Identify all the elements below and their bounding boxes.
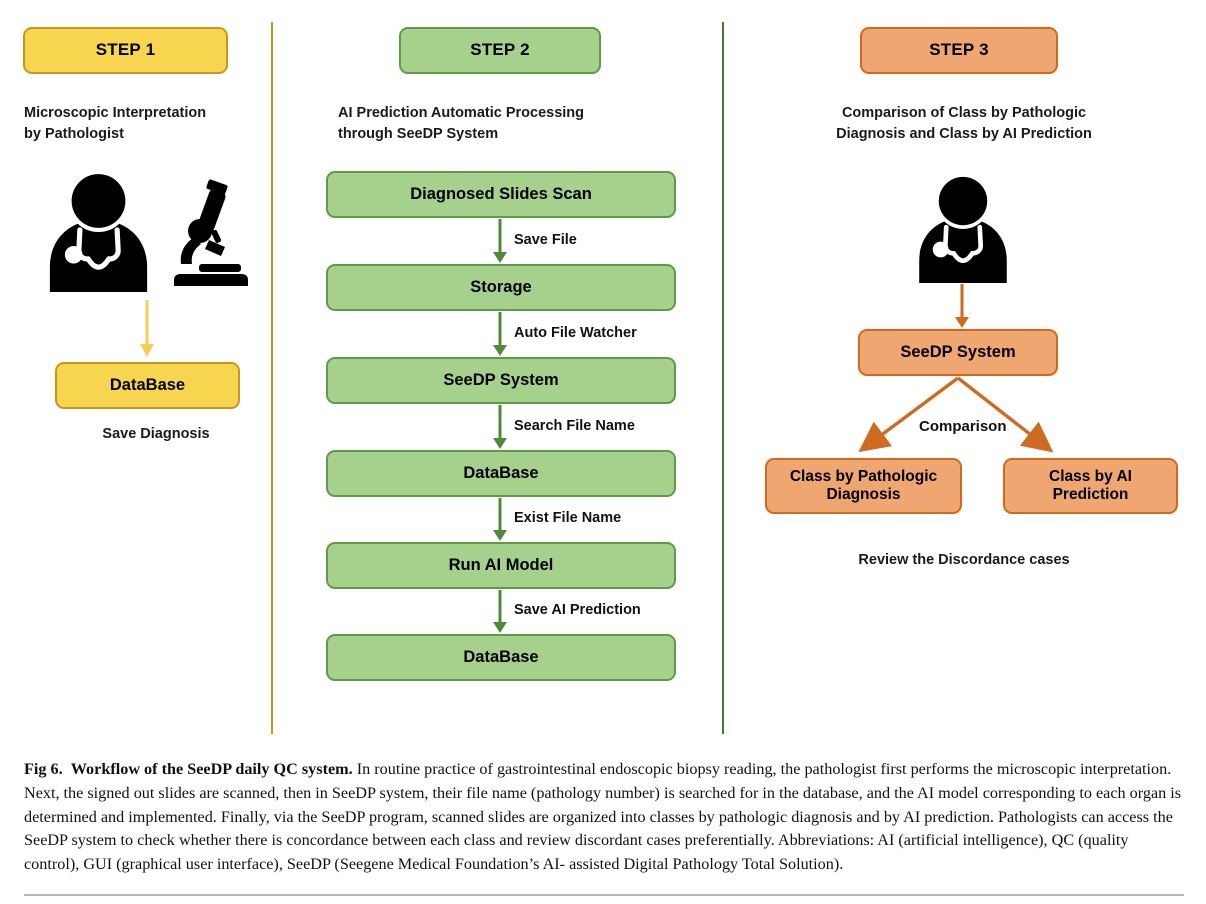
step-1-database-label: DataBase bbox=[109, 375, 186, 394]
step-3-footer: Review the Discordance cases bbox=[858, 552, 1070, 568]
step-1-title-line2: by Pathologist bbox=[24, 125, 124, 142]
flow-node-run-ai-model: Run AI Model bbox=[326, 542, 676, 589]
pathologist-icon bbox=[46, 172, 151, 292]
step-3-title-line1: Comparison of Class by Pathologic bbox=[841, 105, 1087, 121]
step-3-seedp-system-node: SeeDP System bbox=[858, 329, 1058, 376]
workflow-figure: STEP 1 Microscopic Interpretation by Pat… bbox=[23, 22, 1200, 734]
caption-label: Fig 6. bbox=[24, 760, 63, 778]
edge-label-save-file: Save File bbox=[514, 232, 577, 248]
flow-node-database-2: DataBase bbox=[326, 634, 676, 681]
edge-label-save-ai-prediction: Save AI Prediction bbox=[514, 602, 641, 618]
step-3-class-by-pathologic-diagnosis-node: Class by Pathologic Diagnosis bbox=[765, 458, 962, 514]
edge-label-exist-file-name: Exist File Name bbox=[514, 510, 622, 526]
figure-caption: Fig 6. Workflow of the SeeDP daily QC sy… bbox=[24, 758, 1184, 877]
step-3-arrow-to-seedp bbox=[952, 284, 972, 328]
class-pathologic-line1: Class by Pathologic bbox=[789, 467, 938, 485]
step-2-title-line1: AI Prediction Automatic Processing bbox=[338, 105, 585, 121]
flow-node-label: Run AI Model bbox=[448, 555, 554, 574]
microscope-icon bbox=[163, 178, 255, 290]
step-1-title: Microscopic Interpretation by Pathologis… bbox=[24, 103, 274, 144]
step-2-chip-label: STEP 2 bbox=[470, 40, 530, 60]
flow-node-label: Storage bbox=[470, 277, 532, 296]
flow-node-diagnosed-slides-scan: Diagnosed Slides Scan bbox=[326, 171, 676, 218]
flow-node-seedp-system: SeeDP System bbox=[326, 357, 676, 404]
step-3-branch-label: Comparison bbox=[919, 418, 1007, 435]
flow-arrow-save-ai-prediction bbox=[490, 590, 510, 633]
flow-arrow-search-file-name bbox=[490, 405, 510, 449]
flow-node-label: SeeDP System bbox=[443, 370, 559, 389]
flow-arrow-auto-file-watcher bbox=[490, 312, 510, 356]
step-3-chip-label: STEP 3 bbox=[929, 40, 989, 60]
flow-arrow-save-file bbox=[490, 219, 510, 263]
pathologist-icon bbox=[915, 175, 1011, 283]
edge-label-auto-file-watcher: Auto File Watcher bbox=[514, 325, 637, 341]
step-1-arrow bbox=[134, 300, 160, 357]
class-pathologic-line2: Diagnosis bbox=[826, 486, 901, 503]
step-1-chip-label: STEP 1 bbox=[95, 40, 156, 60]
caption-title: Workflow of the SeeDP daily QC system. bbox=[70, 760, 353, 778]
class-ai-line2: Prediction bbox=[1052, 486, 1129, 503]
step-1-title-line1: Microscopic Interpretation bbox=[24, 105, 207, 121]
step-3-seedp-label: SeeDP System bbox=[900, 342, 1016, 361]
flow-node-database-1: DataBase bbox=[326, 450, 676, 497]
step-2-title-line2: through SeeDP System bbox=[338, 125, 499, 142]
step-2-title: AI Prediction Automatic Processing throu… bbox=[338, 103, 688, 144]
column-divider-gold bbox=[271, 22, 273, 734]
step-3-title-line2: Diagnosis and Class by AI Prediction bbox=[836, 125, 1092, 142]
flow-node-label: DataBase bbox=[463, 463, 539, 482]
step-1-chip: STEP 1 bbox=[23, 27, 228, 74]
class-ai-line1: Class by AI bbox=[1049, 467, 1132, 485]
caption-rule bbox=[24, 894, 1184, 896]
flow-node-storage: Storage bbox=[326, 264, 676, 311]
step-2-chip: STEP 2 bbox=[399, 27, 601, 74]
caption-body: In routine practice of gastrointestinal … bbox=[24, 760, 1182, 874]
edge-label-search-file-name: Search File Name bbox=[514, 418, 635, 434]
step-1-footer: Save Diagnosis bbox=[102, 426, 210, 442]
step-1-database-node: DataBase bbox=[55, 362, 240, 409]
step-3-class-by-ai-prediction-node: Class by AI Prediction bbox=[1003, 458, 1178, 514]
column-divider-green bbox=[722, 22, 724, 734]
flow-arrow-exist-file-name bbox=[490, 498, 510, 541]
step-3-branch-arrows bbox=[740, 350, 1200, 480]
flow-node-label: DataBase bbox=[463, 647, 539, 666]
step-3-chip: STEP 3 bbox=[860, 27, 1058, 74]
step-3-title: Comparison of Class by Pathologic Diagno… bbox=[769, 103, 1159, 144]
flow-node-label: Diagnosed Slides Scan bbox=[410, 184, 592, 203]
